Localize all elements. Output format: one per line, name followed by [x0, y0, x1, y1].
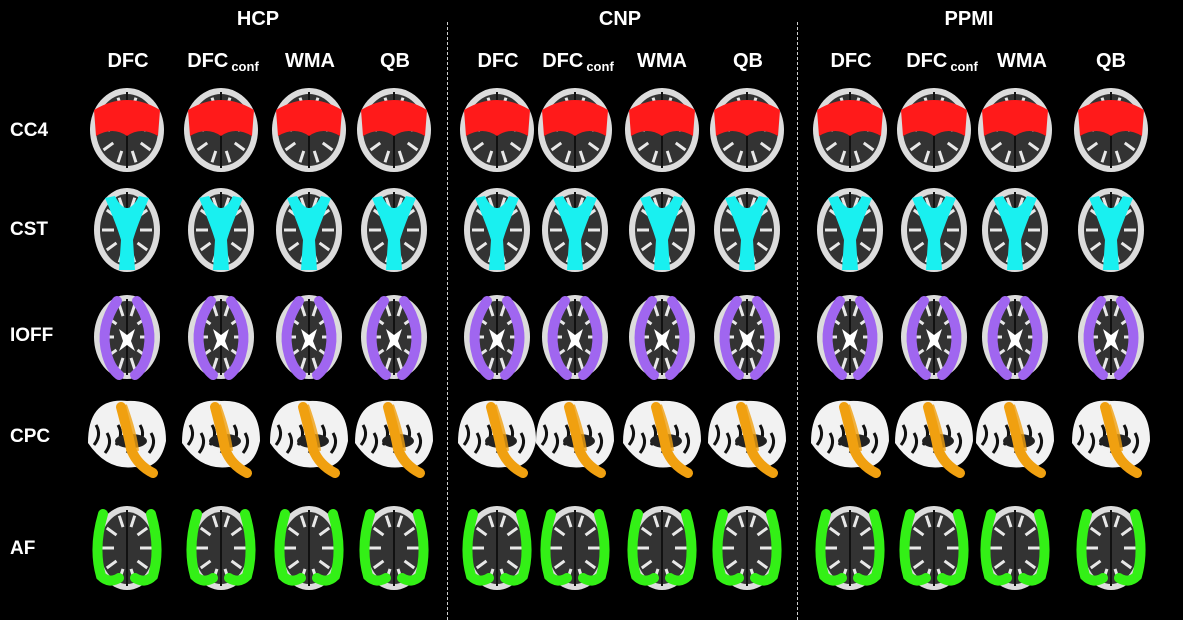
brain-thumbnail	[982, 188, 1048, 272]
method-header: DFC	[107, 50, 149, 72]
brain-thumbnail	[714, 188, 780, 272]
brain-thumbnail	[276, 188, 342, 272]
brain-thumbnail	[627, 506, 697, 590]
tract-label-cc4: CC4	[10, 120, 49, 141]
brain-thumbnail	[813, 88, 887, 172]
brain-thumbnail	[92, 506, 162, 590]
method-header: QB	[733, 50, 763, 72]
brain-thumbnail	[976, 400, 1054, 478]
brain-thumbnail	[90, 88, 164, 172]
brain-thumbnail	[1078, 295, 1144, 380]
brain-thumbnail	[464, 188, 530, 272]
brain-thumbnail	[361, 188, 427, 272]
brain-thumbnail	[188, 295, 254, 380]
method-header: WMA	[637, 50, 687, 72]
tract-label-cst: CST	[10, 219, 48, 240]
brain-thumbnail	[899, 506, 969, 590]
brain-thumbnail	[464, 295, 530, 380]
brain-thumbnail	[186, 506, 256, 590]
brain-thumbnail	[536, 400, 614, 478]
brain-thumbnail	[978, 88, 1052, 172]
brain-thumbnail	[276, 295, 342, 380]
brain-thumbnail	[625, 88, 699, 172]
brain-thumbnail	[1074, 88, 1148, 172]
brain-thumbnail	[815, 506, 885, 590]
brain-thumbnail	[355, 400, 433, 478]
brain-thumbnail	[272, 88, 346, 172]
brain-thumbnail	[88, 400, 166, 478]
brain-thumbnail	[623, 400, 701, 478]
brain-thumbnail	[901, 188, 967, 272]
brain-thumbnail	[94, 188, 160, 272]
brain-thumbnail	[714, 295, 780, 380]
brain-thumbnail	[710, 88, 784, 172]
brain-thumbnail	[188, 188, 254, 272]
brain-thumbnail	[458, 400, 536, 478]
brain-thumbnail	[357, 88, 431, 172]
brain-thumbnail	[1076, 506, 1146, 590]
brain-thumbnail	[817, 295, 883, 380]
brain-thumbnail	[460, 88, 534, 172]
brain-thumbnail	[361, 295, 427, 380]
brain-thumbnail	[94, 295, 160, 380]
brain-thumbnail	[629, 295, 695, 380]
brain-thumbnail	[708, 400, 786, 478]
method-header: WMA	[285, 50, 335, 72]
dataset-title-ppmi: PPMI	[944, 8, 994, 30]
brain-thumbnail	[1078, 188, 1144, 272]
brain-thumbnail	[538, 88, 612, 172]
method-header: DFC	[477, 50, 519, 72]
brain-thumbnail	[184, 88, 258, 172]
tract-label-af: AF	[10, 538, 36, 559]
brain-thumbnail	[270, 400, 348, 478]
brain-thumbnail	[1072, 400, 1150, 478]
brain-thumbnail	[359, 506, 429, 590]
dataset-divider	[447, 22, 448, 620]
brain-thumbnail	[811, 400, 889, 478]
method-header: QB	[380, 50, 410, 72]
brain-thumbnail	[712, 506, 782, 590]
tract-label-ioff: IOFF	[10, 325, 54, 346]
brain-thumbnail	[542, 188, 608, 272]
brain-thumbnail	[182, 400, 260, 478]
brain-thumbnail	[895, 400, 973, 478]
brain-thumbnail	[982, 295, 1048, 380]
brain-thumbnail	[980, 506, 1050, 590]
method-header: DFC	[830, 50, 872, 72]
brain-thumbnail	[901, 295, 967, 380]
method-header: QB	[1096, 50, 1126, 72]
brain-thumbnail	[274, 506, 344, 590]
dataset-title-cnp: CNP	[598, 8, 642, 30]
brain-thumbnail	[897, 88, 971, 172]
brain-thumbnail	[540, 506, 610, 590]
dataset-title-hcp: HCP	[236, 8, 280, 30]
tract-label-cpc: CPC	[10, 426, 51, 447]
brain-thumbnail	[542, 295, 608, 380]
method-header: WMA	[997, 50, 1047, 72]
brain-thumbnail	[629, 188, 695, 272]
brain-thumbnail	[817, 188, 883, 272]
dataset-divider	[797, 22, 798, 620]
brain-thumbnail	[462, 506, 532, 590]
